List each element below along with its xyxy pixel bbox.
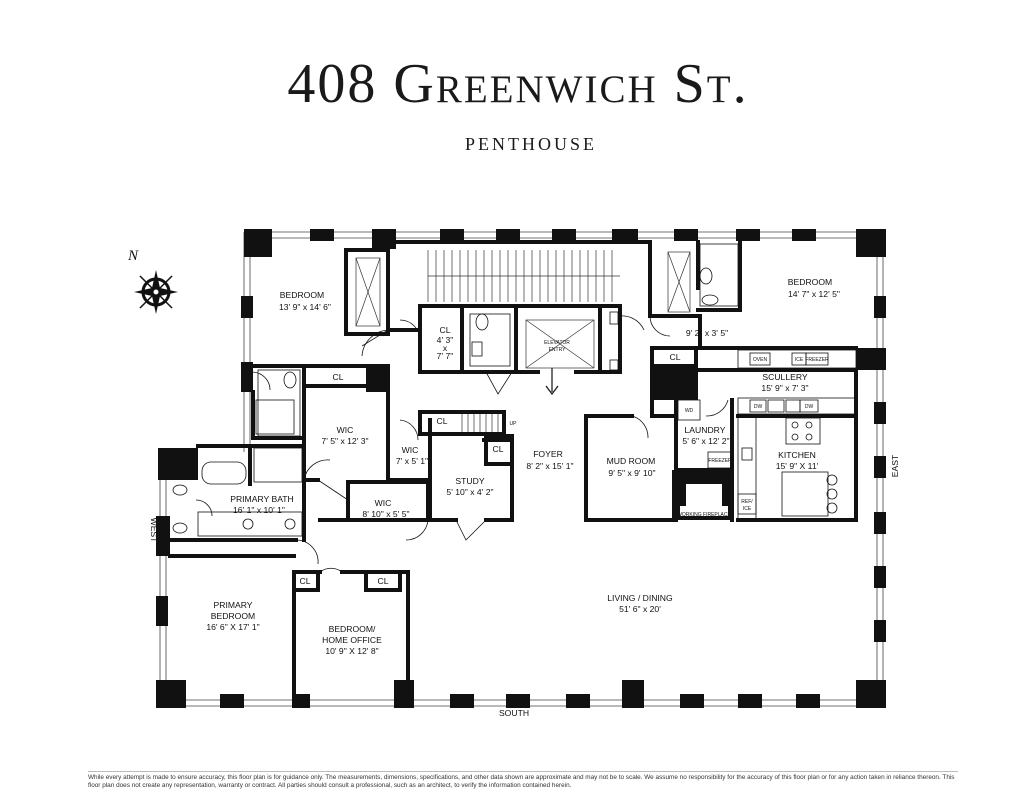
- bedroom-office-dims: 10' 9" X 12' 8": [325, 646, 378, 656]
- bedroom-ne-name: BEDROOM: [788, 277, 832, 287]
- cl-6-name: CL: [300, 576, 311, 586]
- small-east-dims: 9' 2" x 3' 5": [686, 328, 728, 338]
- bedroom-ne-dims: 14' 7" x 12' 5": [788, 289, 840, 299]
- cl-1-dims-b: 7' 7": [437, 351, 454, 361]
- foyer-name: FOYER: [533, 449, 563, 459]
- south-label: SOUTH: [499, 708, 529, 718]
- cl-1-x: x: [443, 343, 448, 353]
- living-dining-dims: 51' 6" x 20': [619, 604, 661, 614]
- bedroom-office-name: BEDROOM/: [329, 624, 376, 634]
- primary-bedroom-name-2: BEDROOM: [211, 611, 255, 621]
- cl-4-name: CL: [437, 416, 448, 426]
- scullery-name: SCULLERY: [762, 372, 807, 382]
- wic-1-name: WIC: [337, 425, 354, 435]
- living-dining-name: LIVING / DINING: [607, 593, 673, 603]
- cl-7-name: CL: [378, 576, 389, 586]
- freezer-2-label: FREEZER: [708, 458, 732, 464]
- page-subtitle: PENTHOUSE: [464, 134, 597, 154]
- kitchen-dims: 15' 9" X 11': [776, 461, 819, 471]
- elevator-name: ELEVATOR: [544, 340, 570, 346]
- west-label: WEST: [149, 518, 159, 544]
- laundry-dims: 5' 6" x 12' 2": [682, 436, 729, 446]
- east-label: EAST: [890, 454, 900, 477]
- cl-5-name: CL: [493, 444, 504, 454]
- primary-bath-name: PRIMARY BATH: [230, 494, 294, 504]
- laundry-name: LAUNDRY: [685, 425, 726, 435]
- primary-bedroom-dims: 16' 6" X 17' 1": [206, 622, 259, 632]
- cl-2-name: CL: [670, 352, 681, 362]
- oven-label: OVEN: [753, 357, 768, 363]
- elevator-entry: ENTRY: [549, 347, 567, 353]
- mud-room-name: MUD ROOM: [607, 456, 656, 466]
- wic-1-dims: 7' 5" x 12' 3": [321, 436, 368, 446]
- bedroom-nw-name: BEDROOM: [280, 290, 324, 300]
- ref-label: REF/: [741, 499, 753, 505]
- study-dims: 5' 10" x 4' 2": [446, 487, 493, 497]
- bedroom-nw-dims: 13' 9" x 14' 6": [279, 302, 331, 312]
- cl-3-name: CL: [333, 372, 344, 382]
- disclaimer-text: While every attempt is made to ensure ac…: [88, 771, 958, 790]
- page-title: 408 Greenwich St.: [287, 53, 749, 115]
- cl-1-dims: 4' 3": [437, 335, 454, 345]
- north-label: N: [127, 248, 139, 264]
- wic-2-dims: 7' x 5' 1": [396, 456, 428, 466]
- primary-bath-dims: 16' 1" x 10' 1": [233, 505, 285, 515]
- ice-2-label: ICE: [743, 506, 752, 512]
- dw-label-2: DW: [805, 404, 814, 410]
- compass-icon: [134, 270, 178, 314]
- fireplace-label: WORKING FIREPLACE: [677, 512, 731, 518]
- study-name: STUDY: [455, 476, 484, 486]
- wic-3-name: WIC: [375, 498, 392, 508]
- wd-label: WD: [685, 408, 694, 414]
- ice-label: ICE: [795, 357, 804, 363]
- kitchen-name: KITCHEN: [778, 450, 816, 460]
- up-label: UP: [510, 421, 518, 427]
- primary-bedroom-name: PRIMARY: [214, 600, 253, 610]
- foyer-dims: 8' 2" x 15' 1": [526, 461, 573, 471]
- mud-room-dims: 9' 5" x 9' 10": [608, 468, 655, 478]
- wic-2-name: WIC: [402, 445, 419, 455]
- cl-1-name: CL: [440, 325, 451, 335]
- freezer-label: FREEZER: [805, 357, 829, 363]
- scullery-dims: 15' 9" x 7' 3": [761, 383, 808, 393]
- wic-3-dims: 8' 10" x 5' 5": [362, 509, 409, 519]
- dw-label-1: DW: [754, 404, 763, 410]
- bedroom-office-name-2: HOME OFFICE: [322, 635, 382, 645]
